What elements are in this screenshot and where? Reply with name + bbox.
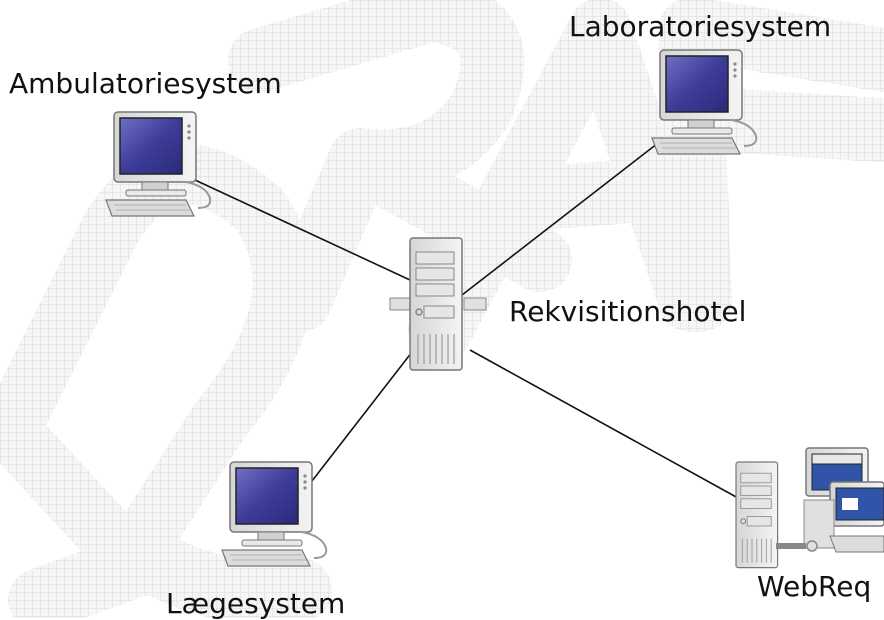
edge-webreq	[469, 349, 739, 499]
edge-ambulatoriesystem	[194, 179, 411, 281]
laegesystem-label: Lægesystem	[166, 587, 346, 620]
edge-laegesystem	[304, 351, 413, 491]
rekvisitionshotel-label: Rekvisitionshotel	[509, 295, 747, 328]
edge-laboratoriesystem	[461, 139, 663, 296]
webreq-label: WebReq	[757, 570, 872, 603]
laboratoriesystem-label: Laboratoriesystem	[569, 10, 832, 43]
connections	[194, 139, 739, 499]
laegesystem-computer-icon[interactable]	[221, 461, 328, 567]
rekvisitionshotel-server-icon[interactable]	[389, 237, 487, 371]
webreq-server-icon[interactable]	[735, 447, 884, 569]
ambulatoriesystem-label: Ambulatoriesystem	[9, 67, 282, 100]
